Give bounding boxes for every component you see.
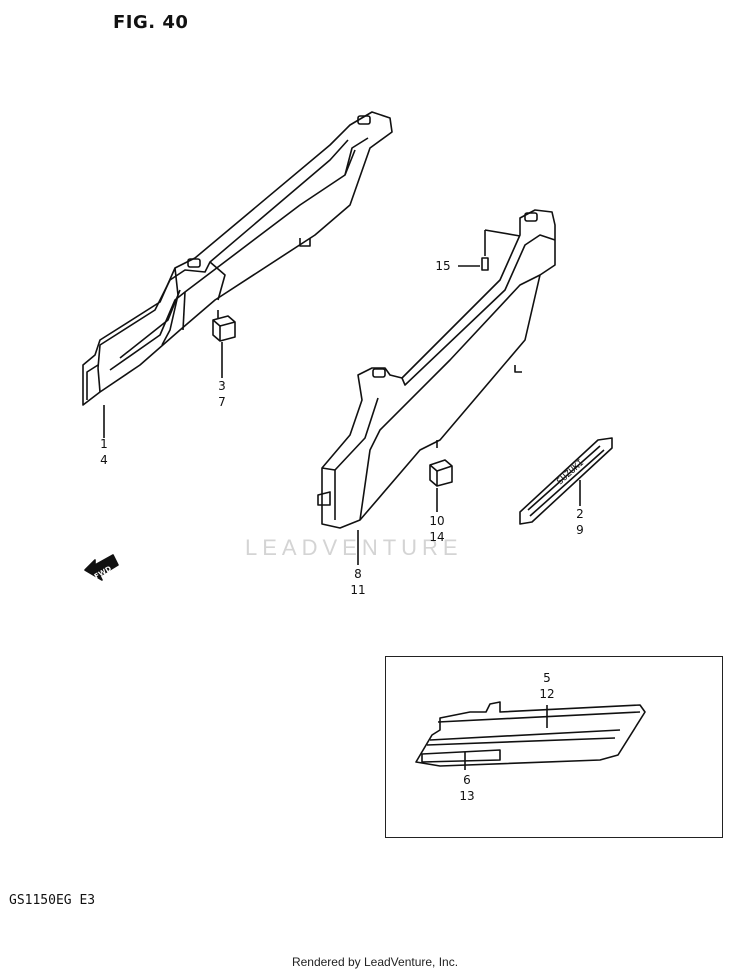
inset-stripe-part	[415, 701, 646, 770]
callout-15: 15	[435, 259, 451, 273]
grommet-left-part	[212, 315, 236, 342]
inset-detail-box	[385, 656, 723, 838]
emblem-lettering: SUZUKI	[555, 458, 586, 487]
model-code: GS1150EG E3	[9, 893, 96, 908]
frame-cover-left-part	[82, 111, 393, 406]
grommet-right-part	[429, 459, 453, 487]
footer-credit: Rendered by LeadVenture, Inc.	[291, 955, 459, 969]
fwd-arrow-icon	[84, 554, 119, 581]
screw-part	[481, 229, 521, 271]
figure-title: FIG. 40	[113, 12, 189, 33]
watermark: LEADVENTURE	[245, 535, 463, 560]
emblem-part	[519, 437, 613, 525]
frame-cover-right-part	[317, 209, 556, 529]
